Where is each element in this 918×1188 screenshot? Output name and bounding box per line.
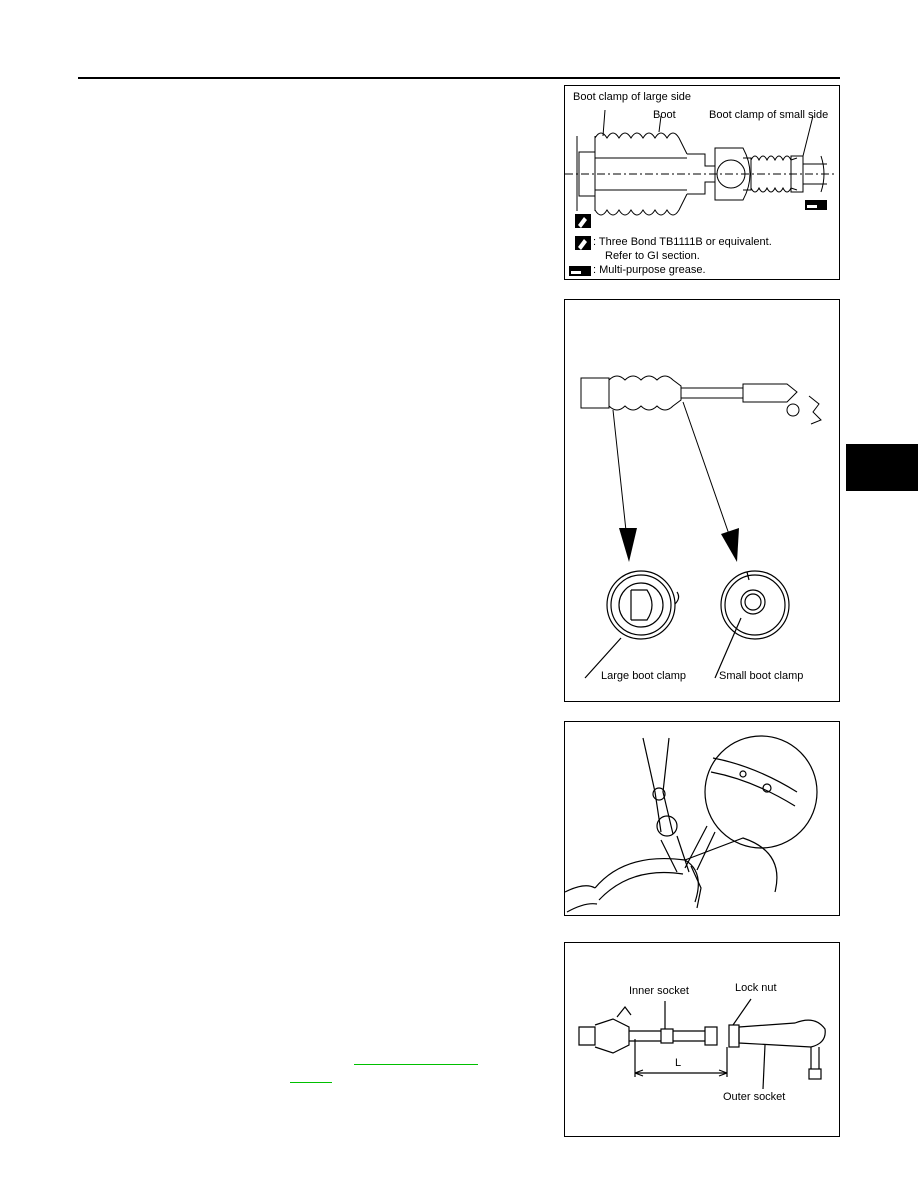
label-boot: Boot bbox=[653, 109, 676, 121]
figure-tie-rod: Inner socket Lock nut L Outer socket bbox=[564, 942, 840, 1137]
figure-boot-cross-section: Boot clamp of large side Boot Boot clamp… bbox=[564, 85, 840, 280]
label-lock-nut: Lock nut bbox=[735, 982, 777, 994]
label-inner-socket: Inner socket bbox=[629, 985, 689, 997]
label-outer-socket: Outer socket bbox=[723, 1091, 786, 1103]
tie-rod-drawing bbox=[578, 998, 826, 1090]
label-boot-clamp-small-side: Boot clamp of small side bbox=[709, 109, 829, 121]
header-rule bbox=[78, 77, 840, 79]
boot-clamps-drawing bbox=[580, 375, 822, 679]
legend-grease: : Multi-purpose grease. bbox=[593, 264, 706, 276]
figure-boot-clamps: Large boot clamp Small boot clamp bbox=[564, 299, 840, 702]
link-underline-1[interactable] bbox=[354, 1064, 478, 1065]
figure-clamp-pliers bbox=[564, 721, 840, 916]
section-tab bbox=[846, 444, 918, 491]
legend-sealant-line2: Refer to GI section. bbox=[605, 250, 700, 262]
legend-sealant-line1: : Three Bond TB1111B or equivalent. bbox=[593, 236, 772, 248]
boot-section-drawing bbox=[565, 109, 835, 276]
label-large-boot-clamp: Large boot clamp bbox=[601, 670, 686, 682]
label-dimension-l: L bbox=[675, 1057, 682, 1069]
clamp-pliers-drawing bbox=[565, 735, 818, 913]
label-boot-clamp-large-side: Boot clamp of large side bbox=[573, 91, 692, 103]
label-small-boot-clamp: Small boot clamp bbox=[719, 670, 804, 682]
link-underline-2[interactable] bbox=[290, 1082, 332, 1083]
